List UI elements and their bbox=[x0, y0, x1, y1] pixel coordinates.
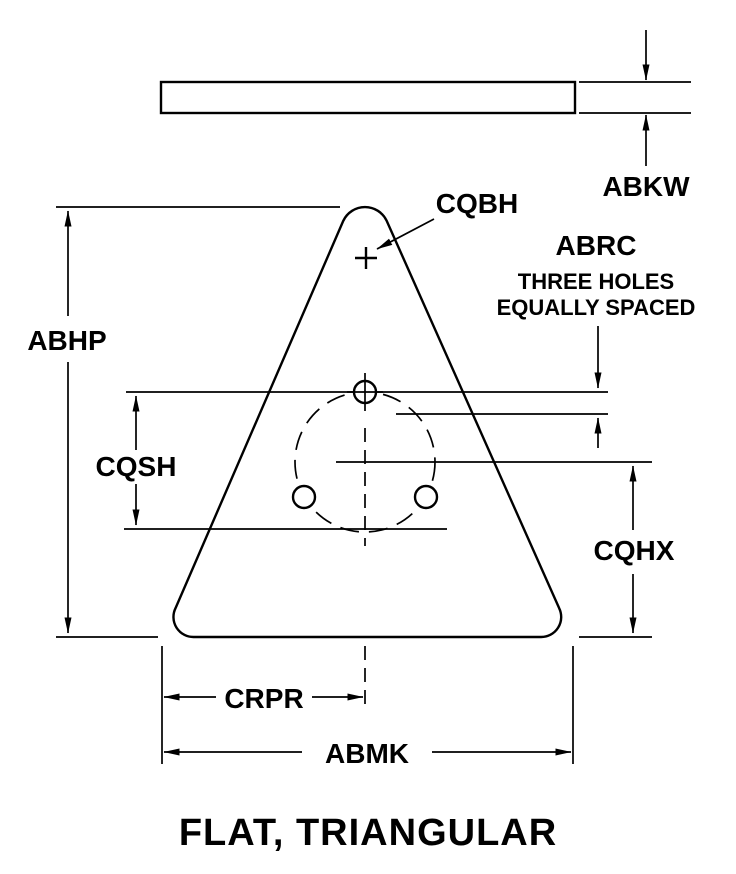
abrc-note-line2: EQUALLY SPACED bbox=[497, 295, 696, 320]
plate-side-view bbox=[159, 80, 577, 115]
left-hole bbox=[291, 484, 317, 510]
cqbh-callout: CQBH bbox=[376, 188, 518, 250]
label-cqsh: CQSH bbox=[96, 451, 177, 482]
cqsh-dimension: CQSH bbox=[96, 395, 177, 526]
cqbh-leader-arrow bbox=[376, 218, 435, 250]
plate-front-view bbox=[172, 205, 563, 639]
drawing-title: FLAT, TRIANGULAR bbox=[179, 812, 557, 854]
label-crpr: CRPR bbox=[224, 683, 303, 714]
holes bbox=[291, 373, 439, 510]
abrc-callout: ABRC THREE HOLES EQUALLY SPACED bbox=[497, 230, 696, 448]
label-abkw: ABKW bbox=[602, 171, 690, 202]
abkw-dimension: ABKW bbox=[579, 30, 691, 202]
abmk-dimension: ABMK bbox=[163, 738, 572, 769]
label-abrc: ABRC bbox=[556, 230, 637, 261]
side-view bbox=[159, 80, 577, 115]
crpr-dimension: CRPR bbox=[163, 683, 364, 714]
label-cqbh: CQBH bbox=[436, 188, 518, 219]
lower-extension-lines bbox=[161, 646, 574, 764]
label-abmk: ABMK bbox=[325, 738, 409, 769]
right-hole bbox=[413, 484, 439, 510]
label-abhp: ABHP bbox=[27, 325, 106, 356]
label-cqhx: CQHX bbox=[594, 535, 675, 566]
abrc-note-line1: THREE HOLES bbox=[518, 269, 674, 294]
abhp-dimension: ABHP bbox=[27, 206, 340, 638]
cqhx-dimension: CQHX bbox=[579, 465, 675, 638]
